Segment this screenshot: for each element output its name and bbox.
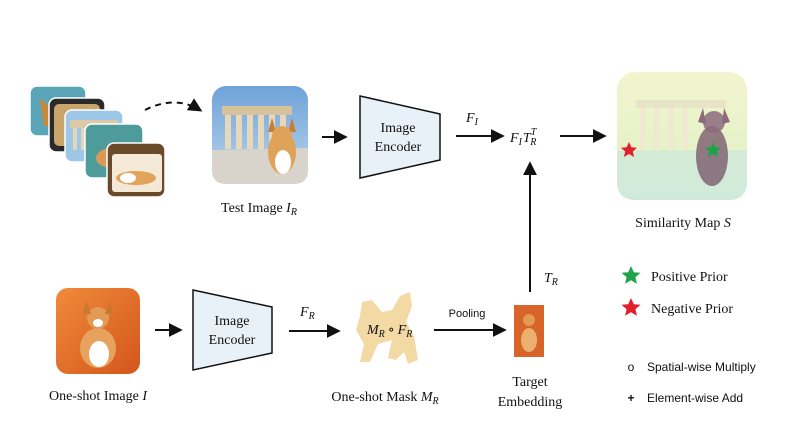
legend: Positive Prior Negative Prior o Spatial-… [621, 266, 756, 405]
label-f-r: FR [299, 305, 315, 322]
one-shot-mask: MR∘FR [356, 292, 418, 364]
legend-negative-star-icon [621, 298, 641, 316]
negative-star-icon [621, 142, 637, 157]
dashed-arrow [144, 98, 203, 112]
target-embedding [514, 305, 544, 357]
test-image [212, 86, 308, 184]
target-embedding-label-2: Embedding [498, 395, 563, 410]
spatial-multiply-icon: o [628, 360, 635, 374]
image-encoder-top: Image Encoder [359, 95, 441, 179]
encoder-bottom-line1: Image [215, 314, 250, 329]
encoder-bottom-line2: Encoder [209, 333, 256, 348]
legend-positive-star-icon [621, 266, 641, 284]
target-embedding-label-1: Target [512, 375, 547, 390]
legend-negative-text: Negative Prior [651, 302, 733, 317]
legend-positive-text: Positive Prior [651, 270, 728, 285]
encoder-top-line1: Image [381, 121, 416, 136]
similarity-map-label: Similarity Map S [635, 216, 731, 231]
legend-spatial-text: Spatial-wise Multiply [647, 360, 756, 374]
one-shot-image-label: One-shot Image I [49, 389, 148, 404]
similarity-map [617, 72, 747, 200]
element-add-icon: + [627, 391, 634, 405]
mask-formula: MR∘FR [366, 323, 412, 340]
label-t-r: TR [544, 271, 558, 288]
one-shot-image [56, 288, 140, 374]
image-stack [29, 85, 166, 198]
legend-element-text: Element-wise Add [647, 391, 743, 405]
image-encoder-bottom: Image Encoder [192, 289, 273, 371]
test-image-label: Test Image IR [221, 201, 297, 218]
positive-star-icon [705, 142, 721, 157]
one-shot-mask-label: One-shot Mask MR [331, 390, 438, 407]
pooling-label: Pooling [449, 308, 486, 320]
encoder-top-line2: Encoder [375, 140, 422, 155]
label-f-i: FI [465, 111, 479, 128]
